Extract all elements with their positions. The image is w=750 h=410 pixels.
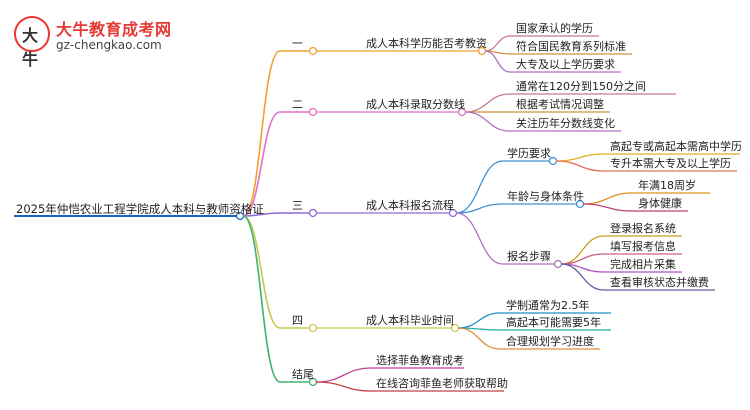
branch-4-child-0-connector (315, 367, 373, 383)
branch-2-sub-2-leaf-3: 查看审核状态并缴费 (610, 276, 709, 289)
branch-0-child-1: 符合国民教育系列标准 (516, 40, 626, 53)
branch-2-sub-0: 学历要求 (507, 147, 551, 160)
branch-4-connector (242, 215, 281, 383)
branch-2-sub-2-leaf-0: 登录报名系统 (610, 222, 676, 235)
branch-2-sub-2-connector (455, 212, 504, 265)
logo-url: gz-chengkao.com (56, 38, 162, 52)
branch-3-child-0-connector (457, 312, 501, 329)
branch-2-sub-0-connector (455, 160, 504, 214)
branch-4-number: 结尾 (292, 368, 314, 381)
branch-1-child-0: 通常在120分到150分之间 (516, 80, 646, 93)
branch-2-title: 成人本科报名流程 (366, 199, 454, 212)
branch-0-child-2: 大专及以上学历要求 (516, 58, 615, 71)
branch-0-child-0: 国家承认的学历 (516, 22, 593, 35)
branch-1-dot (308, 107, 318, 117)
branch-3-child-1: 高起本可能需要5年 (506, 316, 601, 329)
branch-2-sub-2-leaf-1: 填写报考信息 (610, 240, 676, 253)
branch-1-number: 二 (292, 98, 303, 111)
branch-1-title: 成人本科录取分数线 (366, 98, 465, 111)
logo-mark: 大牛 (22, 26, 39, 69)
branch-2-sub-1-leaf-1-connector (582, 203, 633, 212)
branch-2-sub-1-leaf-1: 身体健康 (638, 197, 682, 210)
branch-3-child-2: 合理规划学习进度 (506, 335, 594, 348)
branch-0-child-0-connector (484, 35, 511, 52)
branch-2-sub-2-dot (553, 259, 563, 269)
branch-2-sub-1-leaf-0: 年满18周岁 (638, 179, 696, 192)
branch-2-dot (308, 208, 318, 218)
branch-2-sub-0-leaf-0-connector (555, 153, 605, 162)
branch-2-sub-2: 报名步骤 (507, 250, 551, 263)
branch-3-dot (308, 323, 318, 333)
branch-4-child-1-connector (315, 381, 373, 392)
branch-0-number: 一 (292, 37, 303, 50)
branch-2-sub-1-connector (455, 203, 504, 214)
branch-0-child-2-connector (484, 50, 511, 73)
branch-0-dot (308, 46, 318, 56)
branch-1-child-0-connector (464, 93, 511, 113)
root-label: 2025年仲恺农业工程学院成人本科与教师资格证 (16, 202, 264, 216)
branch-2-sub-2-leaf-2: 完成相片采集 (610, 258, 676, 271)
branch-3-child-0: 学制通常为2.5年 (506, 299, 590, 312)
branch-2-connector (242, 212, 281, 217)
logo-title: 大牛教育成考网 (56, 20, 172, 39)
branch-4-child-0: 选择菲鱼教育成考 (376, 354, 464, 367)
branch-3-child-2-connector (457, 327, 501, 350)
branch-2-sub-2-leaf-0-connector (560, 235, 605, 265)
logo: 大牛 大牛教育成考网 gz-chengkao.com (14, 14, 174, 69)
branch-2-sub-0-leaf-1: 专升本需大专及以上学历 (610, 157, 731, 170)
branch-1-connector (242, 111, 281, 217)
branch-2-sub-0-leaf-0: 高起专或高起本需高中学历 (610, 140, 742, 153)
branch-1-child-2: 关注历年分数线变化 (516, 117, 615, 130)
branch-2-sub-2-leaf-3-connector (560, 263, 605, 291)
branch-3-title: 成人本科毕业时间 (366, 314, 454, 327)
branch-1-child-1: 根据考试情况调整 (516, 98, 604, 111)
branch-3-number: 四 (292, 314, 303, 327)
branch-0-connector (242, 50, 281, 217)
branch-2-sub-0-leaf-1-connector (555, 160, 605, 172)
branch-3-connector (242, 215, 281, 329)
branch-2-sub-1: 年龄与身体条件 (507, 190, 584, 203)
branch-0-title: 成人本科学历能否考教资 (366, 37, 487, 50)
branch-2-number: 三 (292, 199, 303, 212)
branch-4-child-1: 在线咨询菲鱼老师获取帮助 (376, 377, 508, 390)
branch-1-child-2-connector (464, 111, 511, 132)
branch-2-sub-1-leaf-0-connector (582, 192, 633, 205)
logo-badge-icon: 大牛 (14, 16, 50, 69)
